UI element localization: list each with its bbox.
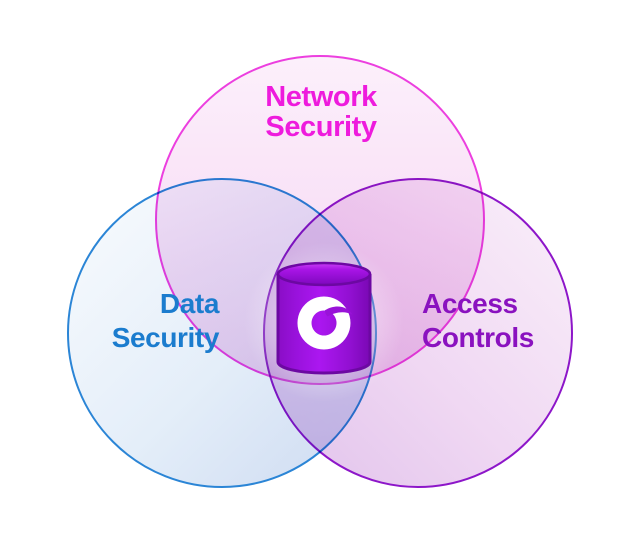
access-controls-label-line2: Controls xyxy=(422,322,534,353)
database-swirl-icon xyxy=(276,261,372,375)
data-security-label: Data Security xyxy=(112,288,221,353)
database-lid xyxy=(276,261,372,287)
network-security-label: Network Security xyxy=(265,81,378,143)
network-security-label-line2: Security xyxy=(265,111,377,143)
data-security-label-line1: Data xyxy=(160,288,220,319)
swirl-crescent xyxy=(325,306,353,317)
access-controls-label-line1: Access xyxy=(422,288,518,319)
access-controls-label: Access Controls xyxy=(422,288,534,353)
database-body xyxy=(276,274,372,375)
network-security-label-line1: Network xyxy=(265,81,378,113)
data-security-label-line2: Security xyxy=(112,322,220,353)
